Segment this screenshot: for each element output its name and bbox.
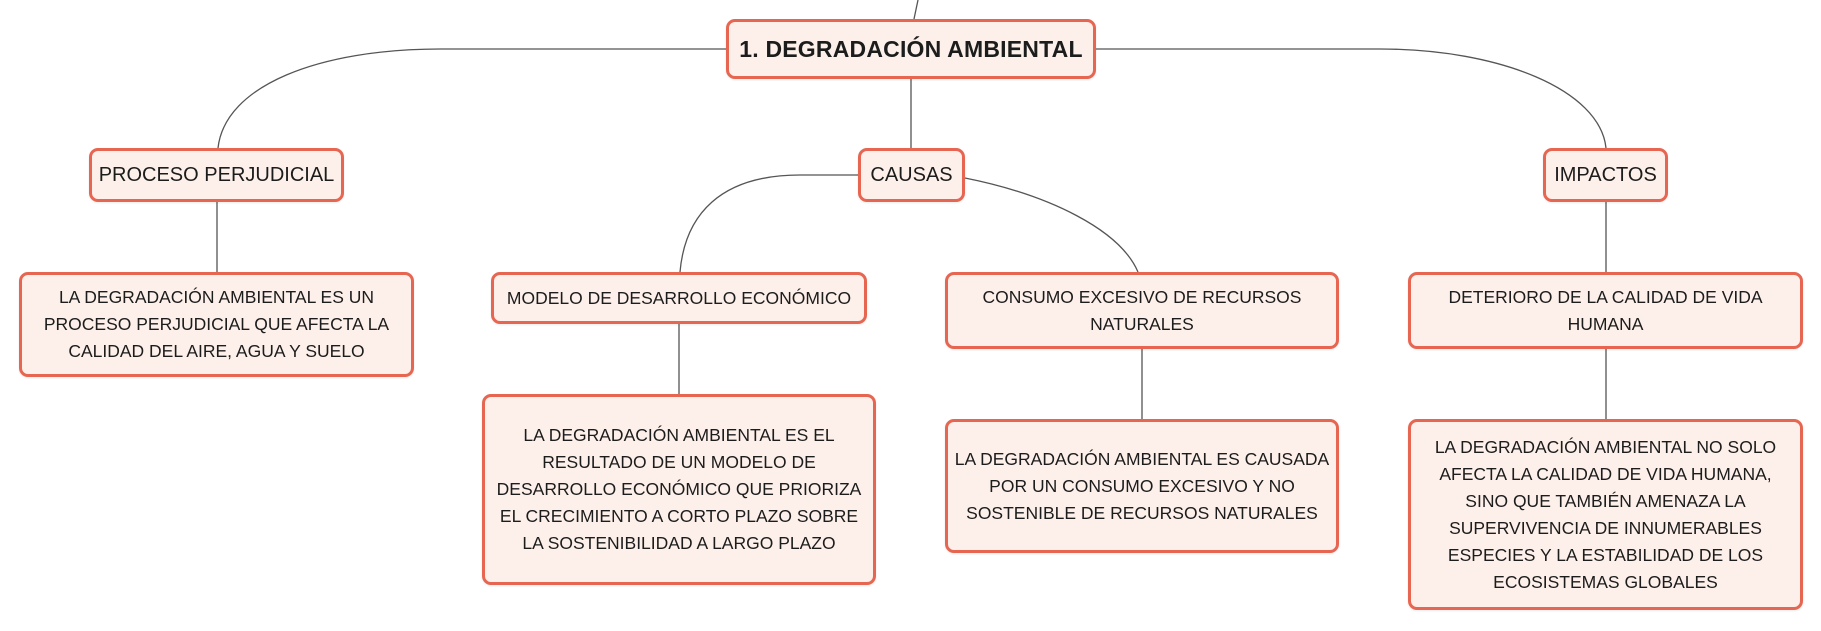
node-consumo-description[interactable]: LA DEGRADACIÓN AMBIENTAL ES CAUSADA POR … (945, 419, 1339, 553)
connector-causas-consumo (964, 177, 1139, 273)
branch-label: IMPACTOS (1554, 163, 1657, 186)
node-modelo-desarrollo[interactable]: MODELO DE DESARROLLO ECONÓMICO (491, 272, 867, 324)
node-text: DETERIORO DE LA CALIDAD DE VIDA HUMANA (1448, 286, 1763, 334)
node-modelo-description[interactable]: LA DEGRADACIÓN AMBIENTAL ES EL RESULTADO… (482, 394, 876, 585)
branch-node-proceso-perjudicial[interactable]: PROCESO PERJUDICIAL (89, 148, 344, 202)
connector-root-impactos (1096, 48, 1607, 149)
node-text: LA DEGRADACIÓN AMBIENTAL ES CAUSADA POR … (954, 448, 1330, 523)
root-node[interactable]: 1. DEGRADACIÓN AMBIENTAL (726, 19, 1096, 79)
node-text: LA DEGRADACIÓN AMBIENTAL ES EL RESULTADO… (496, 425, 862, 553)
branch-label: PROCESO PERJUDICIAL (98, 163, 335, 186)
node-deterioro-calidad[interactable]: DETERIORO DE LA CALIDAD DE VIDA HUMANA (1408, 272, 1803, 349)
node-text: LA DEGRADACIÓN AMBIENTAL NO SOLO AFECTA … (1434, 436, 1777, 592)
node-proceso-description[interactable]: LA DEGRADACIÓN AMBIENTAL ES UN PROCESO P… (19, 272, 414, 377)
node-text: LA DEGRADACIÓN AMBIENTAL ES UN PROCESO P… (43, 287, 390, 361)
connector-root-proceso (217, 48, 726, 149)
node-text: CONSUMO EXCESIVO DE RECURSOS NATURALES (982, 286, 1302, 334)
branch-node-impactos[interactable]: IMPACTOS (1543, 148, 1668, 202)
connector-causas-modelo (679, 174, 858, 273)
node-text: MODELO DE DESARROLLO ECONÓMICO (506, 287, 852, 308)
connector-parent-root (913, 0, 919, 20)
branch-node-causas[interactable]: CAUSAS (858, 148, 965, 202)
root-label: 1. DEGRADACIÓN AMBIENTAL (739, 35, 1083, 62)
node-consumo-excesivo[interactable]: CONSUMO EXCESIVO DE RECURSOS NATURALES (945, 272, 1339, 349)
branch-label: CAUSAS (870, 163, 953, 186)
node-deterioro-description[interactable]: LA DEGRADACIÓN AMBIENTAL NO SOLO AFECTA … (1408, 419, 1803, 610)
